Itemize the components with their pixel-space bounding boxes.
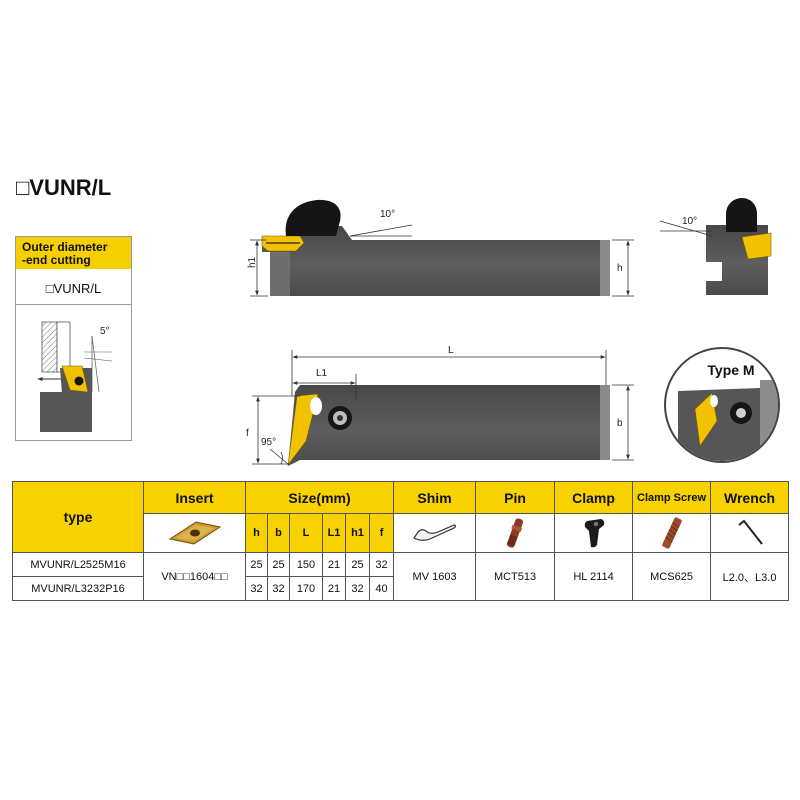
dimension-f-label: f: [246, 428, 249, 439]
clamp-screw-value: MCS625: [632, 552, 712, 601]
application-sketch: 5°: [37, 321, 113, 432]
header-shim: Shim: [393, 481, 477, 514]
hex-key-icon: [737, 519, 763, 545]
holder-body: [288, 385, 610, 466]
size-h: 32: [245, 576, 268, 601]
dimension-f: [252, 395, 300, 465]
end-view-drawing: 10°: [659, 198, 772, 295]
approach-angle-label: 5°: [100, 326, 110, 337]
size-col-b: b: [267, 513, 290, 553]
dimension-h1-label: h1: [247, 256, 258, 268]
dimension-L: [291, 350, 607, 396]
size-b: 32: [267, 576, 290, 601]
dimension-h: [612, 239, 634, 297]
front-view-drawing: h1 h 10°: [247, 199, 634, 297]
clamp-icon: [584, 519, 604, 548]
header-wrench: Wrench: [710, 481, 790, 514]
header-size: Size(mm): [244, 481, 395, 514]
shim-icon: [412, 524, 456, 541]
header-pin: Pin: [475, 481, 556, 514]
size-L1: 21: [322, 576, 346, 601]
wrench-image-cell: [710, 513, 790, 553]
divider: [16, 304, 131, 305]
dimension-b: [612, 384, 634, 461]
insert: [287, 393, 319, 467]
application-heading: Outer diameter -end cutting: [16, 237, 131, 269]
application-heading-line2: -end cutting: [22, 252, 91, 267]
size-col-h1: h1: [345, 513, 370, 553]
dimension-h1: [250, 239, 268, 297]
header-clamp: Clamp: [554, 481, 634, 514]
application-label-box: Outer diameter -end cutting □VUNR/L 5°: [15, 236, 132, 441]
tool-holder-sketch: [40, 365, 92, 432]
row-type: MVUNR/L3232P16: [12, 576, 144, 601]
shim-value: MV 1603: [393, 552, 477, 601]
dimension-L1-label: L1: [316, 368, 328, 379]
detail-circle: [664, 347, 780, 463]
type-m-label: Type M: [707, 362, 754, 378]
dimension-L-label: L: [448, 345, 454, 356]
size-col-L1: L1: [322, 513, 346, 553]
size-b: 25: [267, 552, 290, 577]
table-row: MVUNR/L2525M16 VN□□1604□□ 25 25 150 21 2…: [12, 552, 790, 601]
shim-image-cell: [393, 513, 477, 553]
technical-drawings: h1 h 10° 10°: [246, 198, 780, 467]
pin-image-cell: [475, 513, 556, 553]
size-L: 170: [289, 576, 323, 601]
inclination-angle-label: 10°: [682, 216, 697, 227]
size-col-f: f: [368, 513, 395, 553]
clamp-value: HL 2114: [554, 552, 634, 601]
approach-angle-lines: [269, 448, 289, 465]
clamp-screw-image-cell: [632, 513, 712, 553]
holder-end: [600, 385, 610, 460]
insert: [694, 392, 718, 447]
pin-value: MCT513: [475, 552, 556, 601]
insert-image-cell: [143, 513, 246, 553]
top-view-drawing: L L1 f 95° b: [246, 345, 634, 467]
application-heading-line1: Outer diameter: [22, 240, 108, 254]
size-f: 32: [368, 552, 395, 577]
header-clamp-screw: Clamp Screw: [632, 481, 712, 514]
approach-angle-label: 95°: [261, 437, 276, 448]
insert-value: VN□□1604□□: [143, 552, 246, 601]
insert: [741, 232, 772, 260]
shim: [270, 252, 290, 296]
size-f: 40: [368, 576, 395, 601]
type-m-detail: Type M: [664, 347, 780, 463]
size-col-h: h: [245, 513, 268, 553]
header-row: type Insert Size(mm) Shim Pin Clamp Clam…: [12, 481, 790, 553]
rake-angle-lines: [349, 224, 413, 237]
wrench-value: L2.0、L3.0: [710, 552, 790, 601]
specification-table: type Insert Size(mm) Shim Pin Clamp Clam…: [12, 481, 790, 601]
dimension-h-label: h: [617, 263, 623, 274]
application-code: □VUNR/L: [45, 281, 102, 296]
screw-icon: [661, 517, 682, 549]
row-type: MVUNR/L2525M16: [12, 552, 144, 577]
inclination-angle-lines: [659, 220, 713, 237]
holder-body: [262, 226, 610, 296]
clamp-screw: [328, 406, 352, 430]
diamond-insert-icon: [168, 521, 221, 545]
size-L1: 21: [322, 552, 346, 577]
chip-notch: [310, 397, 322, 415]
table-row: MVUNR/L3232P16 32 32 170 21 32 40: [12, 576, 789, 601]
header-type: type: [12, 481, 144, 553]
size-col-L: L: [289, 513, 323, 553]
size-h: 25: [245, 552, 268, 577]
dimension-L1: [292, 374, 357, 400]
rake-angle-label: 10°: [380, 209, 395, 220]
size-h1: 25: [345, 552, 370, 577]
product-series-title: □VUNR/L: [16, 175, 112, 200]
clamp-image-cell: [554, 513, 634, 553]
pin-icon: [507, 518, 524, 548]
holder-end: [600, 240, 610, 296]
header-insert: Insert: [143, 481, 246, 514]
workpiece: [41, 321, 71, 373]
clamp: [726, 198, 757, 232]
clamp: [285, 199, 341, 236]
size-h1: 32: [345, 576, 370, 601]
size-L: 150: [289, 552, 323, 577]
dimension-b-label: b: [617, 418, 623, 429]
